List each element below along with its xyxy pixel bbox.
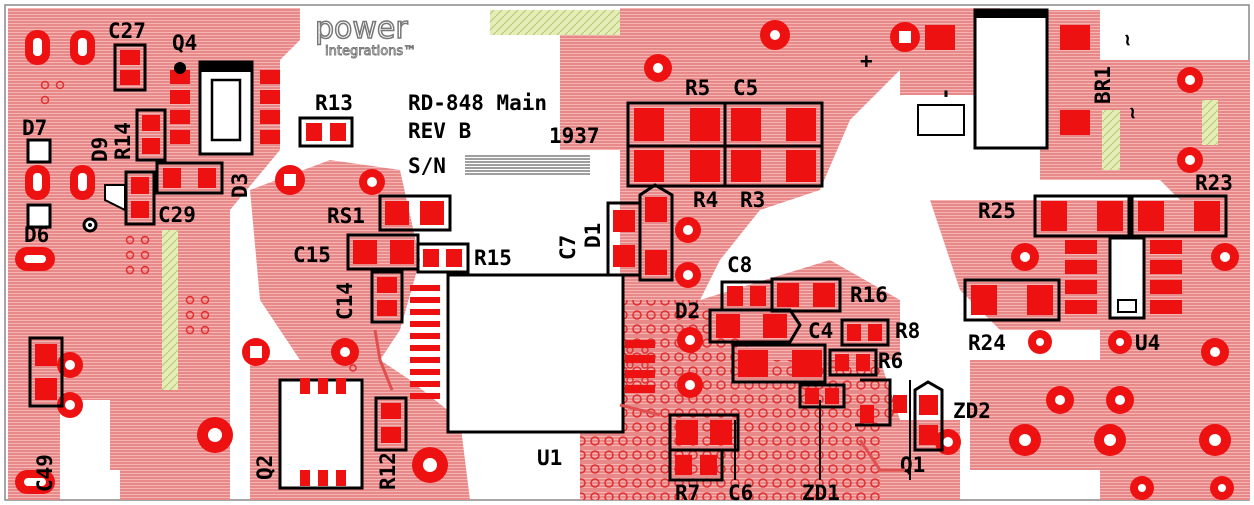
label-c8: C8: [727, 253, 752, 277]
logo-word: power: [315, 11, 408, 46]
label-r12: R12: [376, 452, 400, 490]
label-zd1: ZD1: [802, 481, 840, 505]
date-code: 1937: [549, 124, 600, 148]
label-c5: C5: [733, 76, 758, 100]
label-d2: D2: [675, 299, 700, 323]
label-zd2: ZD2: [953, 399, 991, 423]
label-d7: D7: [22, 116, 47, 140]
label-d6: D6: [24, 223, 49, 247]
label-r4: R4: [693, 188, 718, 212]
serial-barcode: [465, 155, 590, 177]
label-r8: R8: [895, 319, 920, 343]
label-r14: R14: [111, 122, 135, 160]
label-rs1: RS1: [327, 204, 365, 228]
label-r13: R13: [315, 91, 353, 115]
label-br1: BR1: [1091, 66, 1115, 104]
label-q4: Q4: [172, 31, 197, 55]
label-c27: C27: [108, 19, 146, 43]
traces: [373, 329, 905, 472]
label-tilde-top: ~: [1115, 32, 1141, 49]
label-q2: Q2: [253, 455, 277, 480]
label-r3: R3: [740, 188, 765, 212]
label-minus: -: [933, 87, 957, 100]
label-r15: R15: [474, 246, 512, 270]
board-revision: REV B: [408, 119, 471, 143]
label-r24: R24: [968, 331, 1006, 355]
logo-subtitle: integrations™: [325, 44, 416, 59]
label-r7: R7: [675, 481, 700, 505]
label-c4: C4: [808, 319, 833, 343]
label-c15: C15: [293, 243, 331, 267]
label-r6: R6: [878, 349, 903, 373]
label-tilde-bottom: ~: [1120, 105, 1146, 122]
serial-label: S/N: [408, 154, 446, 178]
label-r16: R16: [850, 283, 888, 307]
label-d1: D1: [581, 223, 605, 248]
board-title: RD-848 Main: [408, 91, 547, 115]
label-r25: R25: [978, 199, 1016, 223]
silkscreen-text: RD-848 Main REV B S/N 1937 C27 Q4 R13 D7…: [22, 19, 1233, 505]
manufacturer-logo: power integrations™: [314, 10, 416, 59]
label-u4: U4: [1135, 331, 1160, 355]
smd-components: [26, 8, 1228, 490]
label-c49: C49: [33, 454, 57, 492]
label-q1: Q1: [900, 453, 925, 477]
label-plus: +: [860, 49, 873, 73]
via-grids: [40, 80, 955, 384]
label-c7: C7: [556, 235, 580, 260]
isolation-slots: [162, 10, 1218, 390]
label-c14: C14: [333, 282, 357, 320]
label-d3: D3: [228, 173, 252, 198]
label-r5: R5: [685, 76, 710, 100]
label-r23: R23: [1195, 171, 1233, 195]
label-c29: C29: [158, 203, 196, 227]
label-d9: D9: [88, 137, 112, 162]
label-c6: C6: [728, 481, 753, 505]
label-u1: U1: [537, 446, 562, 470]
